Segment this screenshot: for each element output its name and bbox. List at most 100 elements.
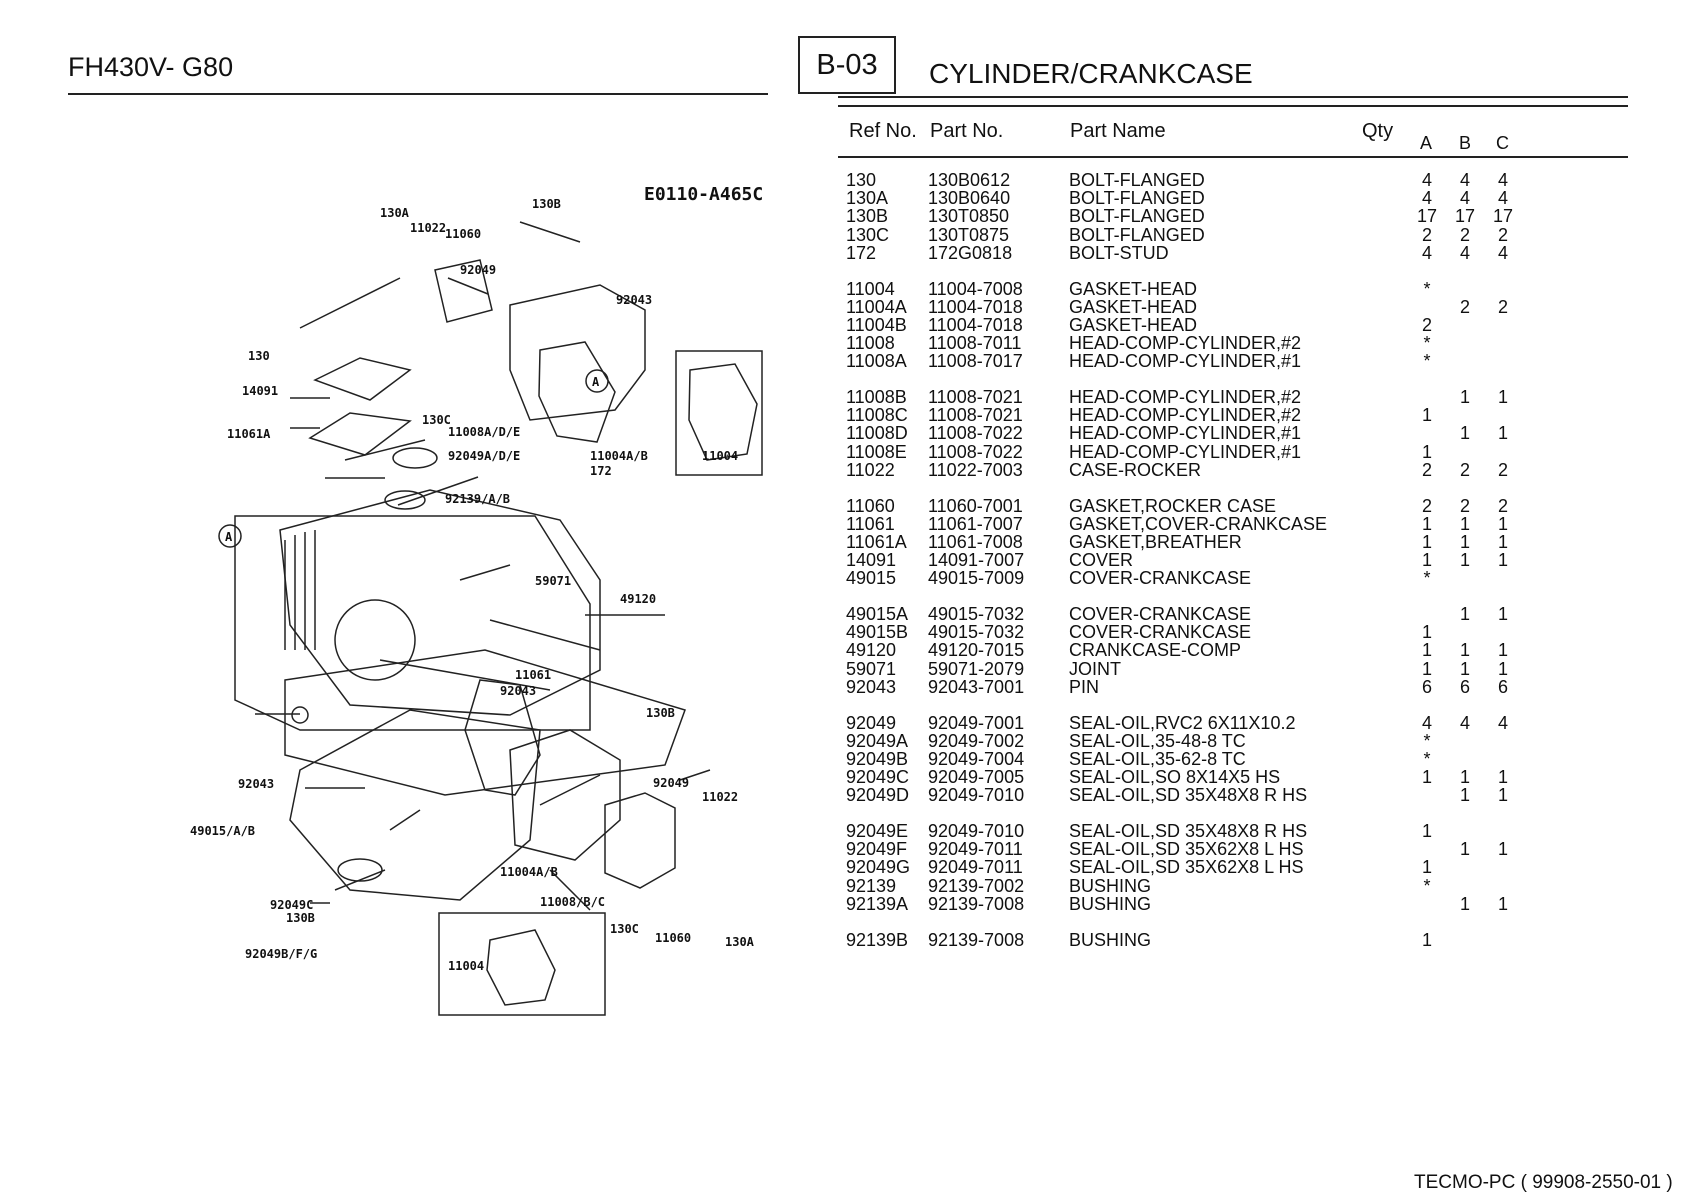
ref-no: 11008B (846, 387, 907, 407)
part-no: 14091-7007 (928, 550, 1025, 571)
qty-c: 1 (1497, 893, 1508, 914)
label-11008a: 11008A/D/E (448, 425, 520, 439)
part-name: CASE-ROCKER (1069, 459, 1202, 480)
breather-gasket (308, 412, 412, 456)
header-name: Part Name (1070, 120, 1166, 142)
qty-a: * (1423, 278, 1431, 299)
label-92139: 92139/A/B (445, 492, 510, 506)
ref-no: 130A (846, 188, 889, 209)
label-92043-top: 92043 (616, 293, 652, 307)
label-92049-lower: 92049 (653, 776, 689, 790)
qty-b: 4 (1459, 242, 1470, 263)
ref-no: 49120 (846, 640, 897, 661)
qty-b: 1 (1459, 550, 1470, 571)
label-14091: 14091 (242, 384, 278, 398)
part-no: 11004-7018 (928, 296, 1023, 317)
header-ref: Ref No. (849, 120, 917, 142)
part-no: 92049-7001 (928, 712, 1025, 733)
ref-no: 92049 (846, 712, 897, 733)
qty-c: 2 (1497, 495, 1508, 516)
qty-b: 1 (1459, 767, 1470, 788)
ref-no: 92049A (846, 730, 909, 751)
part-no: 11061-7008 (928, 531, 1023, 552)
leader-lines (255, 221, 711, 911)
qty-b: 4 (1459, 170, 1470, 190)
part-name: BOLT-FLANGED (1069, 224, 1205, 245)
qty-a: * (1423, 748, 1431, 769)
part-no: 92049-7010 (928, 821, 1025, 841)
bushing-upper (384, 490, 426, 510)
ref-no: 92049D (846, 785, 910, 806)
qty-c: 1 (1497, 550, 1508, 571)
qty-a: 6 (1421, 676, 1432, 697)
label-130c-lower: 130C (610, 922, 639, 936)
qty-a: 2 (1421, 495, 1432, 516)
cover-plate (313, 357, 412, 401)
model-underline (68, 93, 768, 95)
ref-no: 92049B (846, 748, 909, 769)
qty-b: 2 (1459, 296, 1470, 317)
part-no: 11008-7021 (928, 387, 1023, 407)
ref-no: 92049G (846, 857, 911, 878)
ref-no: 11060 (846, 495, 895, 516)
part-name: BOLT-FLANGED (1069, 188, 1205, 209)
crankcase-cover (289, 709, 541, 901)
qty-a: 17 (1416, 206, 1438, 227)
label-172: 172 (590, 464, 612, 478)
qty-a: 1 (1421, 857, 1432, 878)
qty-c: 1 (1497, 423, 1508, 444)
inset-box-head-gasket (675, 350, 763, 476)
part-no: 92049-7011 (928, 857, 1023, 878)
qty-b: 1 (1459, 658, 1470, 679)
cylinder-fins (284, 530, 316, 650)
qty-c: 1 (1497, 640, 1508, 661)
part-name: COVER (1069, 550, 1134, 571)
label-11004ab-top: 11004A/B (590, 449, 648, 463)
ref-no: 92049F (846, 839, 908, 860)
part-no: 11061-7007 (928, 513, 1023, 534)
part-name: BOLT-STUD (1069, 242, 1169, 263)
part-no: 92049-7005 (928, 767, 1025, 788)
qty-a: 1 (1421, 622, 1432, 643)
qty-b: 6 (1459, 676, 1470, 697)
callout-a-lower-label: A (225, 530, 233, 544)
part-no: 11004-7018 (928, 314, 1023, 335)
label-92049c: 92049C (270, 898, 313, 912)
cylinder-head-upper (509, 284, 646, 421)
part-name: BOLT-FLANGED (1069, 170, 1205, 190)
part-name: CRANKCASE-COMP (1069, 640, 1242, 661)
seal-upper (392, 447, 438, 469)
label-11004ab-lower: 11004A/B (500, 865, 558, 879)
part-no: 92043-7001 (928, 676, 1025, 697)
label-130a-top: 130A (380, 206, 410, 220)
ref-no: 130 (846, 170, 877, 190)
crankcase-gasket (284, 649, 686, 796)
qty-c: 1 (1497, 387, 1508, 407)
header-c: C (1496, 133, 1509, 153)
header-b: B (1459, 133, 1472, 153)
part-name: SEAL-OIL,SD 35X62X8 L HS (1069, 857, 1304, 878)
ref-no: 11004A (846, 296, 907, 317)
label-11061: 11061 (515, 668, 551, 682)
part-name: SEAL-OIL,35-48-8 TC (1069, 730, 1246, 751)
callout-a-upper: A (585, 369, 609, 393)
gasket-inset-upper (688, 363, 758, 461)
qty-b: 1 (1459, 640, 1470, 661)
qty-a: 4 (1421, 188, 1432, 209)
part-name: SEAL-OIL,RVC2 6X11X10.2 (1069, 712, 1296, 733)
part-no: 172G0818 (928, 242, 1013, 263)
ref-no: 92139B (846, 929, 909, 950)
part-no: 130B0612 (928, 170, 1011, 190)
part-name: GASKET,ROCKER CASE (1069, 495, 1277, 516)
label-11060-top: 11060 (445, 227, 481, 241)
label-59071: 59071 (535, 574, 571, 588)
rocker-case-upper (434, 259, 493, 323)
part-name: PIN (1069, 676, 1100, 697)
part-name: SEAL-OIL,SD 35X62X8 L HS (1069, 839, 1304, 860)
qty-b: 1 (1459, 604, 1470, 624)
section-code-box: B-03 (798, 36, 896, 94)
ref-no: 11004 (846, 278, 895, 299)
part-name: COVER-CRANKCASE (1069, 568, 1252, 589)
part-no: 59071-2079 (928, 658, 1025, 679)
qty-b: 1 (1459, 893, 1470, 914)
